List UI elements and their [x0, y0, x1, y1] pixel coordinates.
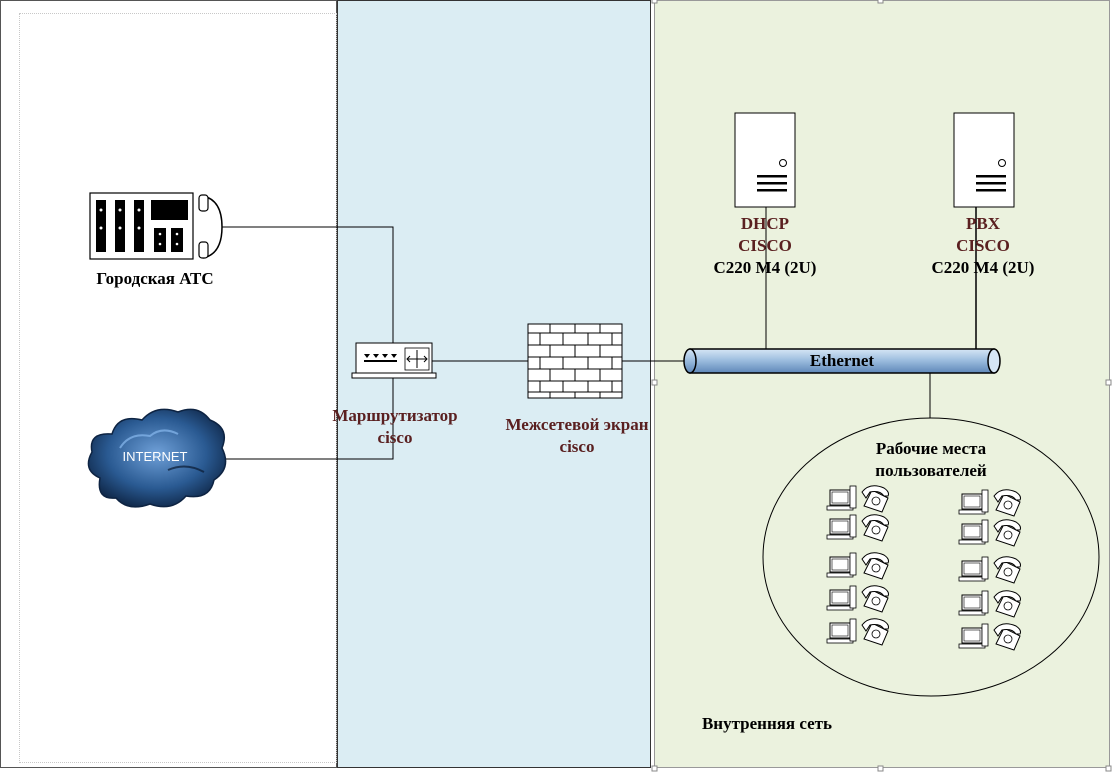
router-label-line2: cisco [377, 428, 413, 447]
server-tower-icon [953, 112, 1015, 208]
firewall-brick-icon [527, 323, 623, 399]
workstations-label-line1: Рабочие места [875, 439, 987, 458]
internal-zone-label: Внутренняя сеть [701, 714, 833, 733]
pbx-server-label: PBX CISCO C220 M4 (2U) [908, 213, 1058, 279]
internet-label: INTERNET [122, 449, 188, 464]
bus-cylinder-icon [683, 348, 1001, 374]
router-label-line1: Маршрутизатор [332, 406, 458, 425]
dhcp-label-line3: C220 M4 (2U) [713, 258, 817, 277]
firewall-label-line2: cisco [559, 437, 595, 456]
pc-phone-icon [826, 485, 1021, 651]
external-zone-inner-frame [19, 13, 337, 763]
cloud-icon [87, 408, 227, 508]
city-ats-label: Городская АТС [96, 269, 214, 288]
firewall-label-line1: Межсетевой экран [505, 415, 649, 434]
firewall-label: Межсетевой экран cisco [495, 414, 659, 458]
workstations-label-line2: пользователей [875, 461, 987, 480]
external-zone [0, 0, 337, 768]
pbx-label-line2: CISCO [956, 236, 1010, 255]
workstations-group [762, 417, 1100, 697]
workstations-label: Рабочие места пользователей [846, 438, 1016, 482]
router-icon [351, 342, 437, 379]
pbx-label-line3: C220 M4 (2U) [931, 258, 1035, 277]
dhcp-server-label: DHCP CISCO C220 M4 (2U) [690, 213, 840, 279]
server-tower-icon [734, 112, 796, 208]
ethernet-label: Ethernet [809, 351, 875, 370]
pbx-phone-icon [89, 192, 223, 260]
selection-handles [651, 0, 1112, 772]
pbx-label-line1: PBX [966, 214, 1000, 233]
link-ats-router [222, 226, 394, 350]
link-internet-router [195, 378, 394, 460]
dhcp-label-line2: CISCO [738, 236, 792, 255]
dhcp-label-line1: DHCP [740, 214, 790, 233]
router-label: Маршрутизатор cisco [320, 405, 470, 449]
